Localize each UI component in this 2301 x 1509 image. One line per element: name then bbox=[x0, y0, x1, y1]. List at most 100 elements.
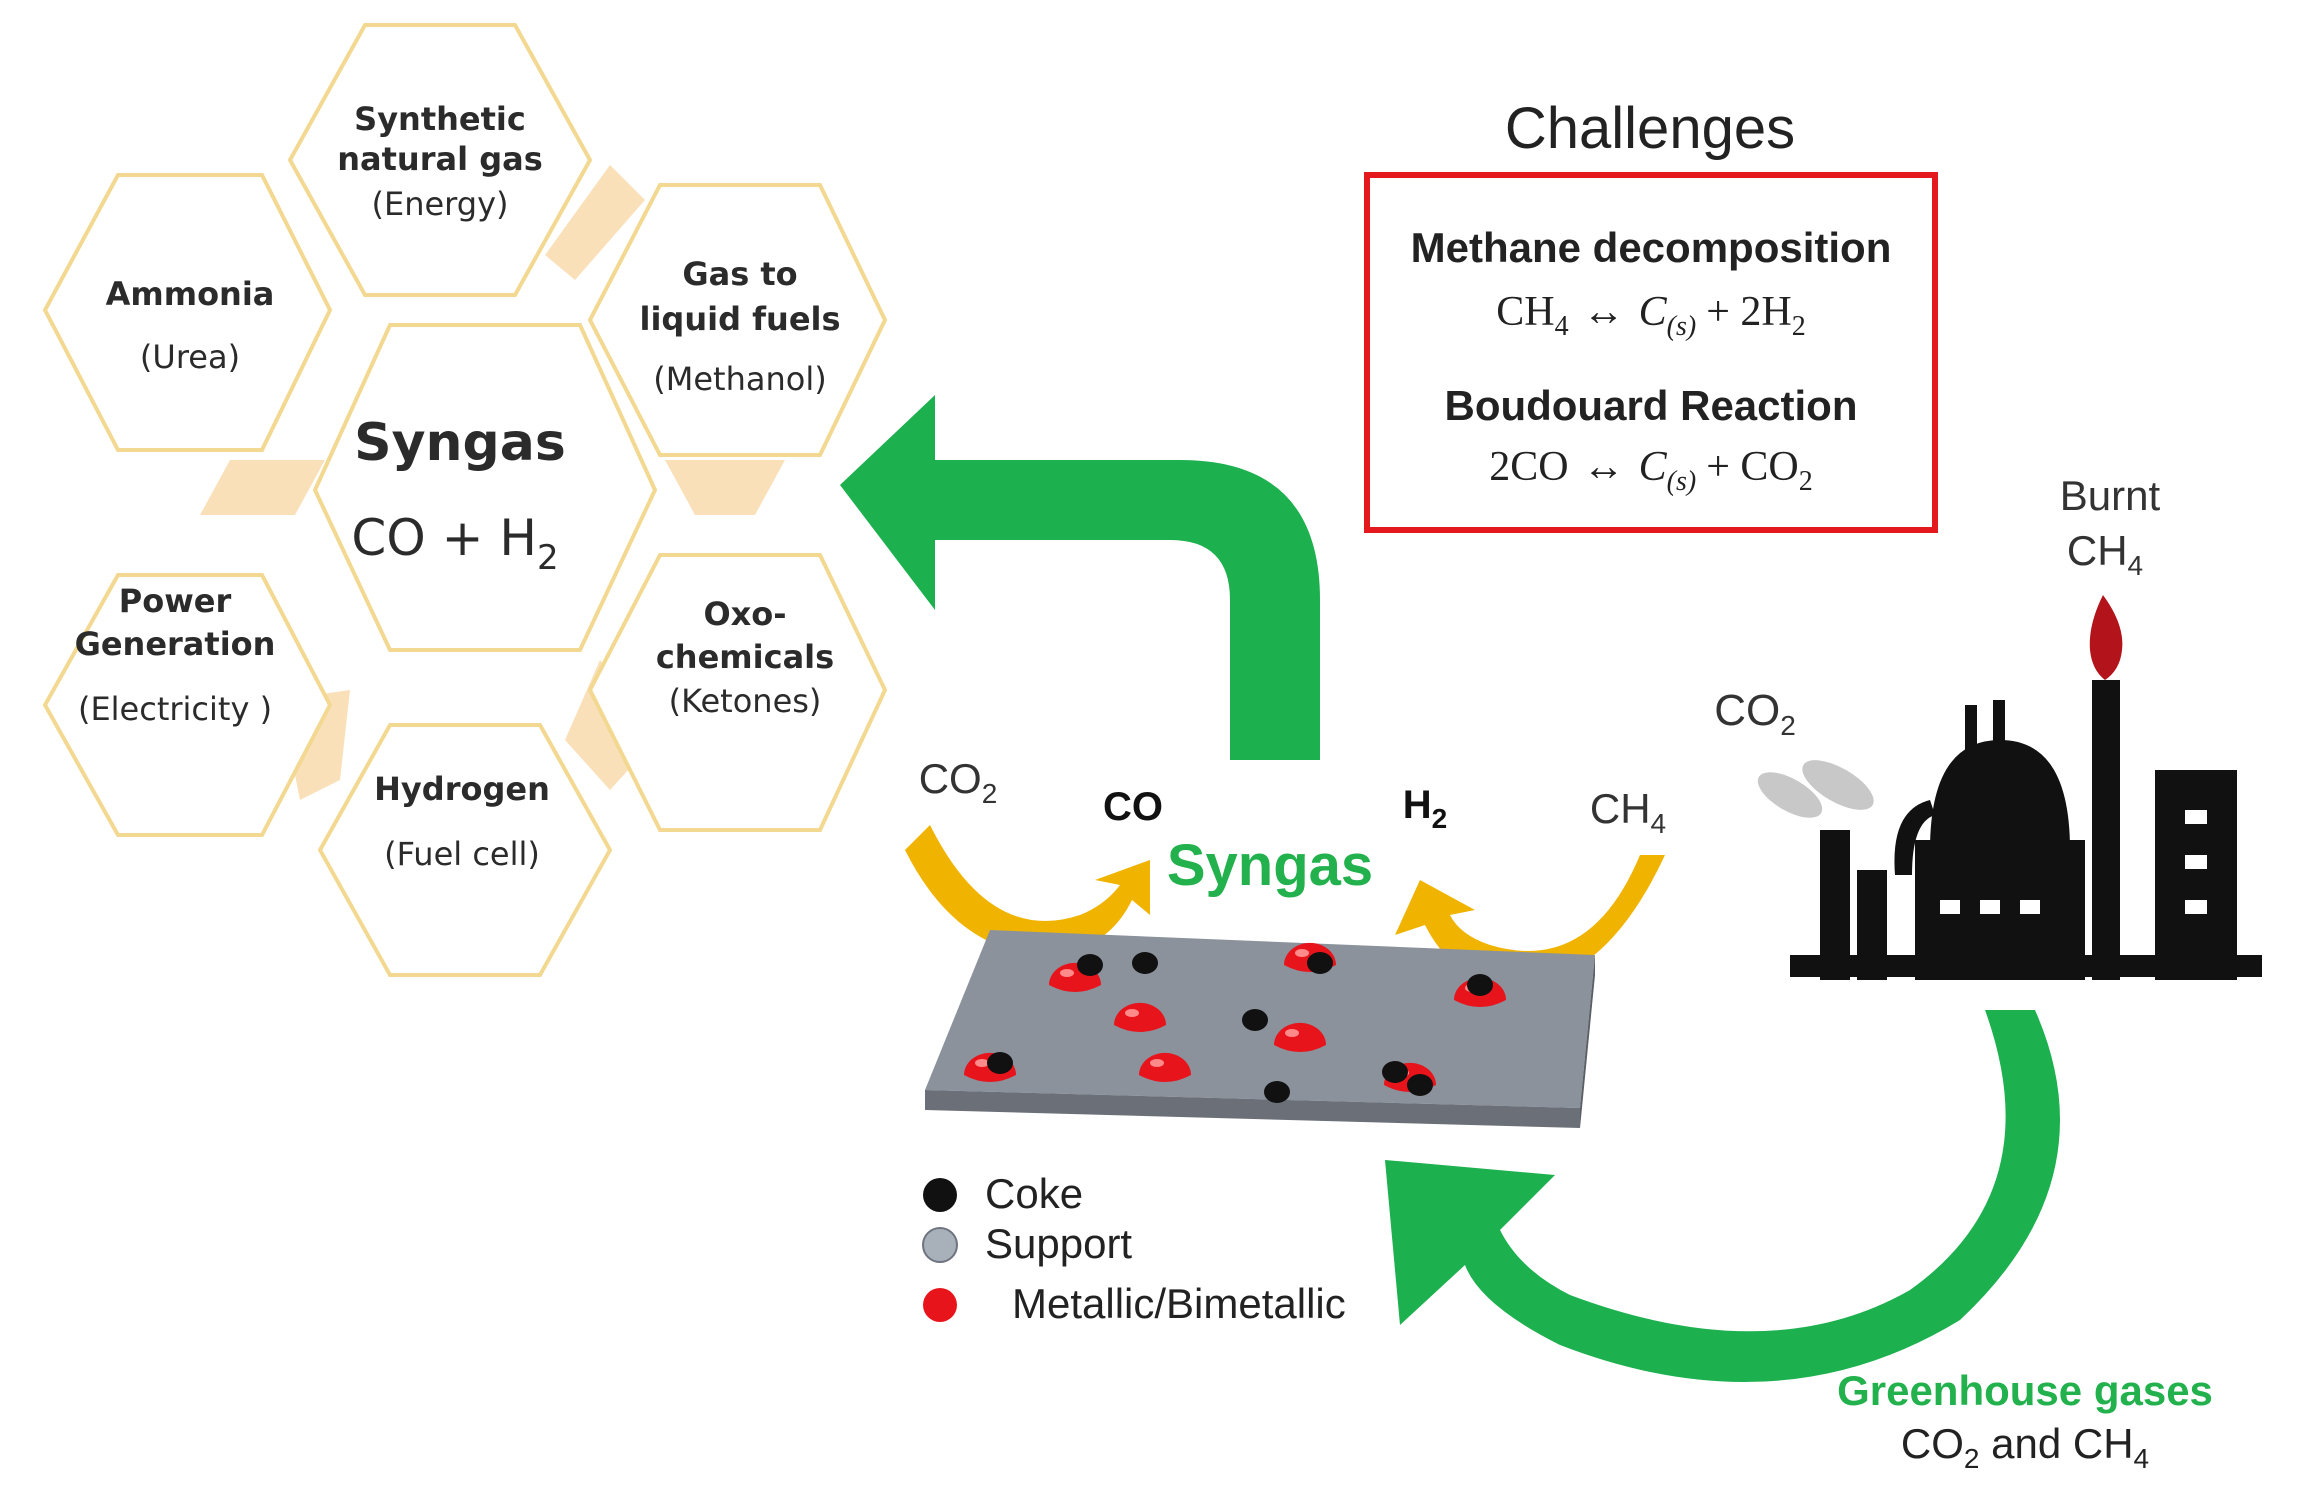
hex-synthetic-natural-gas bbox=[287, 23, 593, 297]
gh-ch-sub: 4 bbox=[2134, 1443, 2150, 1474]
gtl-line3: (Methanol) bbox=[653, 360, 826, 398]
methane-equation: CH4 ↔ C(s) + 2H2 bbox=[1496, 289, 1805, 342]
methane-lhs: CH bbox=[1496, 289, 1554, 335]
legend-coke-dot bbox=[923, 1178, 957, 1212]
metal-particle bbox=[1274, 1022, 1326, 1052]
gh-and-ch: and CH bbox=[1979, 1420, 2133, 1467]
greenhouse-formula: CO2 and CH4 bbox=[1901, 1420, 2149, 1474]
syngas-center-title: Syngas bbox=[354, 413, 566, 473]
ch4-sub: 4 bbox=[1651, 808, 1667, 839]
factory-section: Burnt CH4 CO2 bbox=[1714, 472, 2262, 980]
coke-particle bbox=[987, 1052, 1013, 1074]
co-label: CO bbox=[1103, 785, 1163, 829]
power-line1: Power bbox=[119, 582, 232, 620]
boudouard-lhs: 2CO bbox=[1489, 444, 1568, 490]
challenges-panel: Challenges Methane decomposition CH4↔C(s… bbox=[1364, 96, 1938, 533]
burnt-ch: CH bbox=[2067, 527, 2128, 574]
factory-windows bbox=[1940, 810, 2207, 914]
ammonia-line2: (Urea) bbox=[140, 338, 240, 376]
methane-carbon-sub: (s) bbox=[1667, 311, 1697, 342]
coke-particle bbox=[1407, 1074, 1433, 1096]
connector-gtl-oxo bbox=[665, 460, 785, 515]
hydrogen-line1: Hydrogen bbox=[374, 770, 550, 808]
burnt-sub: 4 bbox=[2128, 550, 2144, 581]
oxo-line2: chemicals bbox=[656, 638, 834, 676]
burnt-line2: CH4 bbox=[2067, 527, 2143, 581]
gh-co: CO bbox=[1901, 1420, 1964, 1467]
metal-particle bbox=[1114, 1002, 1166, 1032]
h2-text: H bbox=[1403, 783, 1432, 827]
factory-co2-label: CO2 bbox=[1714, 686, 1796, 741]
coke-particle bbox=[1307, 952, 1333, 974]
coke-particle bbox=[1467, 974, 1493, 996]
coke-particle bbox=[1077, 954, 1103, 976]
green-arrow-to-syngas bbox=[840, 395, 1320, 760]
oxo-line3: (Ketones) bbox=[669, 682, 822, 720]
hex-syngas-center bbox=[312, 323, 658, 652]
factory-co2-text: CO bbox=[1714, 686, 1780, 735]
boudouard-heading: Boudouard Reaction bbox=[1444, 382, 1857, 429]
sng-line3: (Energy) bbox=[372, 185, 509, 223]
support-plate-side bbox=[1580, 955, 1595, 1128]
boudouard-arrow: ↔ bbox=[1583, 444, 1625, 490]
particle-group bbox=[964, 942, 1506, 1103]
hex-gas-to-liquid bbox=[587, 183, 888, 457]
methane-lhs-sub: 4 bbox=[1555, 311, 1569, 342]
power-line3: (Electricity ) bbox=[78, 690, 272, 728]
methane-heading: Methane decomposition bbox=[1411, 224, 1892, 271]
boudouard-carbon-sub: (s) bbox=[1667, 466, 1697, 497]
legend-metallic-dot bbox=[923, 1288, 957, 1322]
catalyst-section: CO2 CO H2 CH4 Syngas Coke Support Metall… bbox=[905, 755, 1666, 1327]
syngas-formula-main: CO + H bbox=[351, 509, 537, 567]
methane-arrow: ↔ bbox=[1583, 289, 1625, 335]
hex-ammonia bbox=[42, 173, 333, 452]
metal-particle bbox=[1139, 1052, 1191, 1082]
ch4-text: CH bbox=[1590, 785, 1651, 832]
green-arrow-greenhouse-return bbox=[1385, 1010, 2060, 1383]
ch4-label: CH4 bbox=[1590, 785, 1666, 839]
metal-highlight bbox=[1060, 969, 1074, 977]
coke-particle bbox=[1264, 1081, 1290, 1103]
power-line2: Generation bbox=[75, 625, 276, 663]
coke-particle bbox=[1382, 1061, 1408, 1083]
methane-carbon: C bbox=[1639, 289, 1668, 335]
ammonia-line1: Ammonia bbox=[106, 275, 275, 313]
sng-line1: Synthetic bbox=[354, 100, 526, 138]
co2-sub: 2 bbox=[982, 778, 998, 809]
h2-sub: 2 bbox=[1432, 803, 1448, 834]
metal-highlight bbox=[1125, 1009, 1139, 1017]
gh-co-sub: 2 bbox=[1964, 1443, 1980, 1474]
h2-label: H2 bbox=[1403, 783, 1447, 834]
hex-power-generation bbox=[42, 573, 333, 837]
hydrogen-line2: (Fuel cell) bbox=[384, 835, 540, 873]
legend: Coke Support Metallic/Bimetallic bbox=[922, 1170, 1346, 1327]
boudouard-equation: 2CO↔C(s)+ CO2 bbox=[1489, 444, 1812, 497]
challenges-box bbox=[1364, 172, 1938, 533]
methane-plus: + 2H bbox=[1706, 289, 1792, 335]
metal-highlight bbox=[1285, 1029, 1299, 1037]
syngas-center-formula: CO + H2 bbox=[351, 509, 558, 578]
syngas-green-label: Syngas bbox=[1167, 833, 1373, 898]
hexagon-cluster: Synthetic natural gas (Energy) Gas to li… bbox=[42, 23, 888, 977]
support-plate-front bbox=[925, 1090, 1580, 1128]
factory-co2-sub: 2 bbox=[1780, 710, 1796, 741]
metal-highlight bbox=[1150, 1059, 1164, 1067]
challenges-title: Challenges bbox=[1505, 96, 1795, 161]
gtl-line2: liquid fuels bbox=[639, 300, 840, 338]
gold-arrow-co2-to-co bbox=[905, 825, 1150, 956]
smoke-icon bbox=[1757, 760, 1874, 818]
connector-ammonia-power bbox=[200, 460, 325, 515]
methane-plus-sub: 2 bbox=[1792, 311, 1806, 342]
sng-line2: natural gas bbox=[337, 140, 542, 178]
coke-particle bbox=[1242, 1009, 1268, 1031]
legend-metallic-label: Metallic/Bimetallic bbox=[1012, 1280, 1346, 1327]
hex-oxo-chemicals bbox=[587, 553, 888, 832]
greenhouse-title: Greenhouse gases bbox=[1837, 1367, 2213, 1414]
hex-hydrogen bbox=[317, 723, 613, 977]
boudouard-plus-sub: 2 bbox=[1799, 466, 1813, 497]
connector-sng-gtl bbox=[545, 165, 645, 280]
legend-support-label: Support bbox=[985, 1220, 1132, 1267]
syngas-formula-sub: 2 bbox=[537, 538, 559, 578]
